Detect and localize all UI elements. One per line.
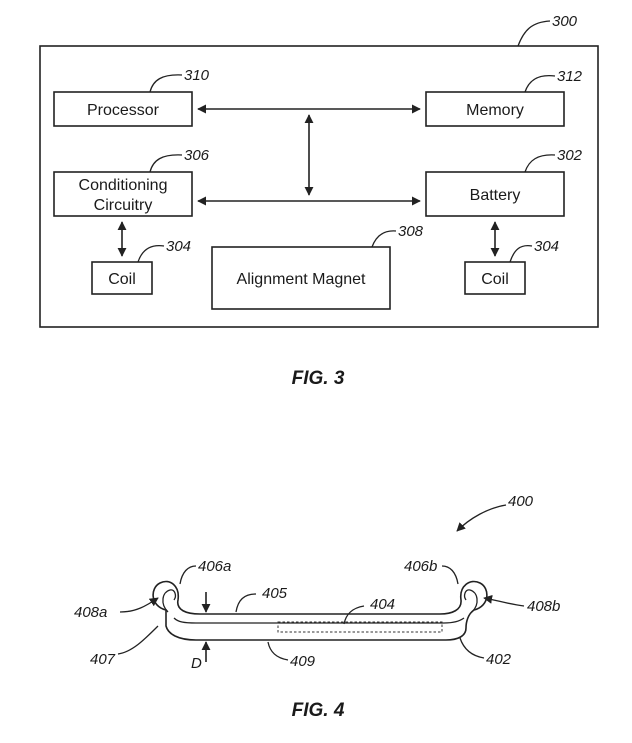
ref-409-label: 409 — [290, 653, 316, 670]
conditioning-label-line1: Conditioning — [79, 177, 168, 194]
ref-304-left-leader — [137, 244, 165, 263]
coil-left-block — [91, 261, 153, 295]
battery-label: Battery — [470, 187, 521, 204]
ref-300-leader — [517, 20, 551, 47]
conditioning-circuitry-block — [53, 171, 193, 217]
ref-308-leader — [371, 230, 397, 248]
battery-block — [425, 171, 565, 217]
left-curl-inner — [162, 589, 177, 613]
fig3-caption: FIG. 3 — [292, 368, 345, 389]
alignment-magnet-label: Alignment Magnet — [237, 271, 367, 288]
inner-floor-line — [173, 617, 465, 624]
ref-406b-leader — [441, 565, 459, 585]
coil-left-label: Coil — [108, 271, 136, 288]
device-body-outline — [152, 580, 488, 641]
conditioning-label-line2: Circuitry — [94, 197, 153, 214]
ref-310-leader — [149, 74, 183, 93]
ref-408a-arrow — [119, 597, 159, 613]
processor-block — [53, 91, 193, 127]
ref-406a-label: 406a — [198, 558, 231, 575]
ref-302-label: 302 — [557, 147, 583, 164]
processor-label: Processor — [87, 102, 160, 119]
fig4-diagram: 400 D 406a 406b 405 404 408a 408b — [74, 493, 560, 721]
ref-306-label: 306 — [184, 147, 210, 164]
ref-408b-label: 408b — [527, 598, 560, 615]
dimension-d-label: D — [191, 655, 202, 672]
system-frame — [39, 45, 599, 328]
ref-404-leader — [343, 605, 365, 625]
ref-406a-leader — [179, 565, 197, 585]
ref-409-leader — [267, 641, 289, 661]
ref-306-leader — [149, 154, 183, 173]
right-curl-inner — [463, 589, 478, 613]
coil-right-label: Coil — [481, 271, 509, 288]
ref-310-label: 310 — [184, 67, 210, 84]
ref-308-label: 308 — [398, 223, 424, 240]
ref-407-leader — [117, 625, 159, 655]
ref-304-right-label: 304 — [534, 238, 559, 255]
ref-312-leader — [524, 74, 556, 93]
ref-405-label: 405 — [262, 585, 288, 602]
ref-312-label: 312 — [557, 68, 583, 85]
coil-right-block — [464, 261, 526, 295]
ref-400-label: 400 — [508, 493, 534, 510]
ref-400-arrow — [456, 504, 507, 532]
alignment-magnet-block — [211, 246, 391, 310]
ref-402-leader — [459, 637, 485, 659]
ref-406b-label: 406b — [404, 558, 437, 575]
ref-300-label: 300 — [552, 13, 578, 30]
ref-304-left-label: 304 — [166, 238, 191, 255]
ref-408b-arrow — [483, 594, 525, 607]
ref-407-label: 407 — [90, 651, 116, 668]
memory-label: Memory — [466, 102, 524, 119]
ref-304-right-leader — [509, 244, 533, 263]
fig4-caption: FIG. 4 — [292, 700, 345, 721]
ref-402-label: 402 — [486, 651, 512, 668]
ref-302-leader — [524, 154, 556, 173]
ref-408a-label: 408a — [74, 604, 107, 621]
ref-405-leader — [235, 593, 257, 613]
component-404-region — [277, 621, 443, 633]
memory-block — [425, 91, 565, 127]
ref-404-label: 404 — [370, 596, 395, 613]
fig3-diagram: 300 Processor 310 Memory 312 Conditionin… — [39, 13, 599, 389]
